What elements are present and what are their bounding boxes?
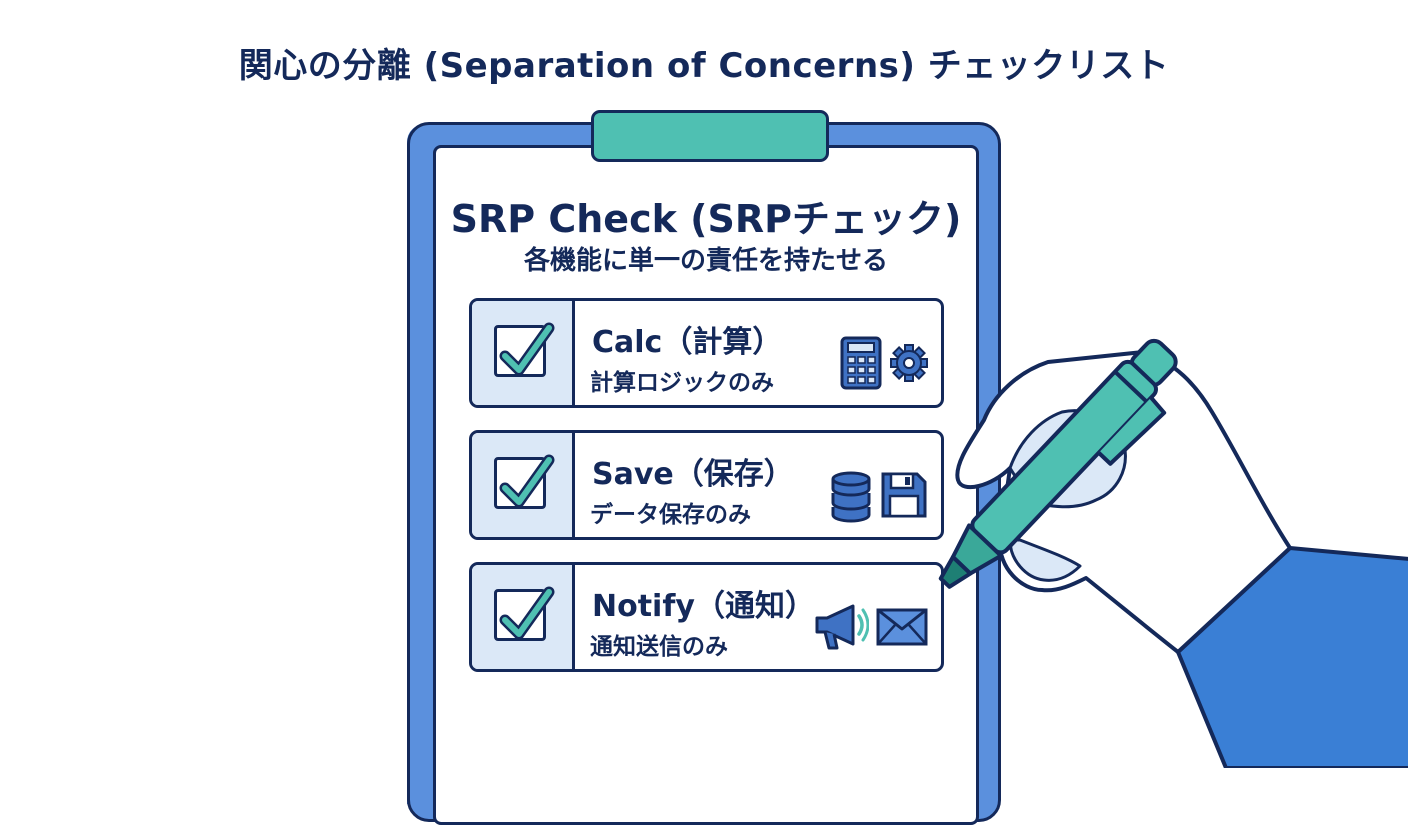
page-title: 関心の分離 (Separation of Concerns) チェックリスト: [238, 46, 1170, 86]
checklist-item-calc: Calc（計算） 計算ロジックのみ: [469, 298, 944, 408]
clipboard-clip: [591, 110, 829, 162]
checkbox-calc[interactable]: [494, 322, 555, 377]
item-label: Notify（通知）: [592, 589, 815, 624]
calculator-icon: [840, 336, 882, 390]
item-description: データ保存のみ: [590, 502, 751, 528]
item-label: Save（保存）: [592, 457, 794, 492]
checklist-item-notify: Notify（通知） 通知送信のみ: [469, 562, 944, 672]
checkbox-notify[interactable]: [494, 586, 555, 641]
checkmark-icon: [499, 322, 555, 376]
sleeve: [1176, 546, 1408, 768]
checkmark-icon: [499, 454, 555, 508]
gear-icon: [890, 344, 928, 382]
item-label: Calc（計算）: [592, 325, 783, 360]
card-subtitle: 各機能に単一の責任を持たせる: [523, 246, 888, 276]
item-description: 通知送信のみ: [590, 634, 728, 660]
hand: [955, 350, 1292, 654]
checklist-paper: SRP Check (SRPチェック) 各機能に単一の責任を持たせる Calc（…: [433, 145, 979, 825]
checkmark-icon: [499, 586, 555, 640]
floppy-disk-icon: [881, 472, 927, 518]
item-description: 計算ロジックのみ: [590, 370, 774, 396]
checklist-item-save: Save（保存） データ保存のみ: [469, 430, 944, 540]
database-icon: [831, 471, 871, 523]
megaphone-icon: [815, 604, 869, 650]
checkbox-save[interactable]: [494, 454, 555, 509]
envelope-icon: [876, 608, 928, 646]
card-title: SRP Check (SRPチェック): [450, 197, 962, 241]
